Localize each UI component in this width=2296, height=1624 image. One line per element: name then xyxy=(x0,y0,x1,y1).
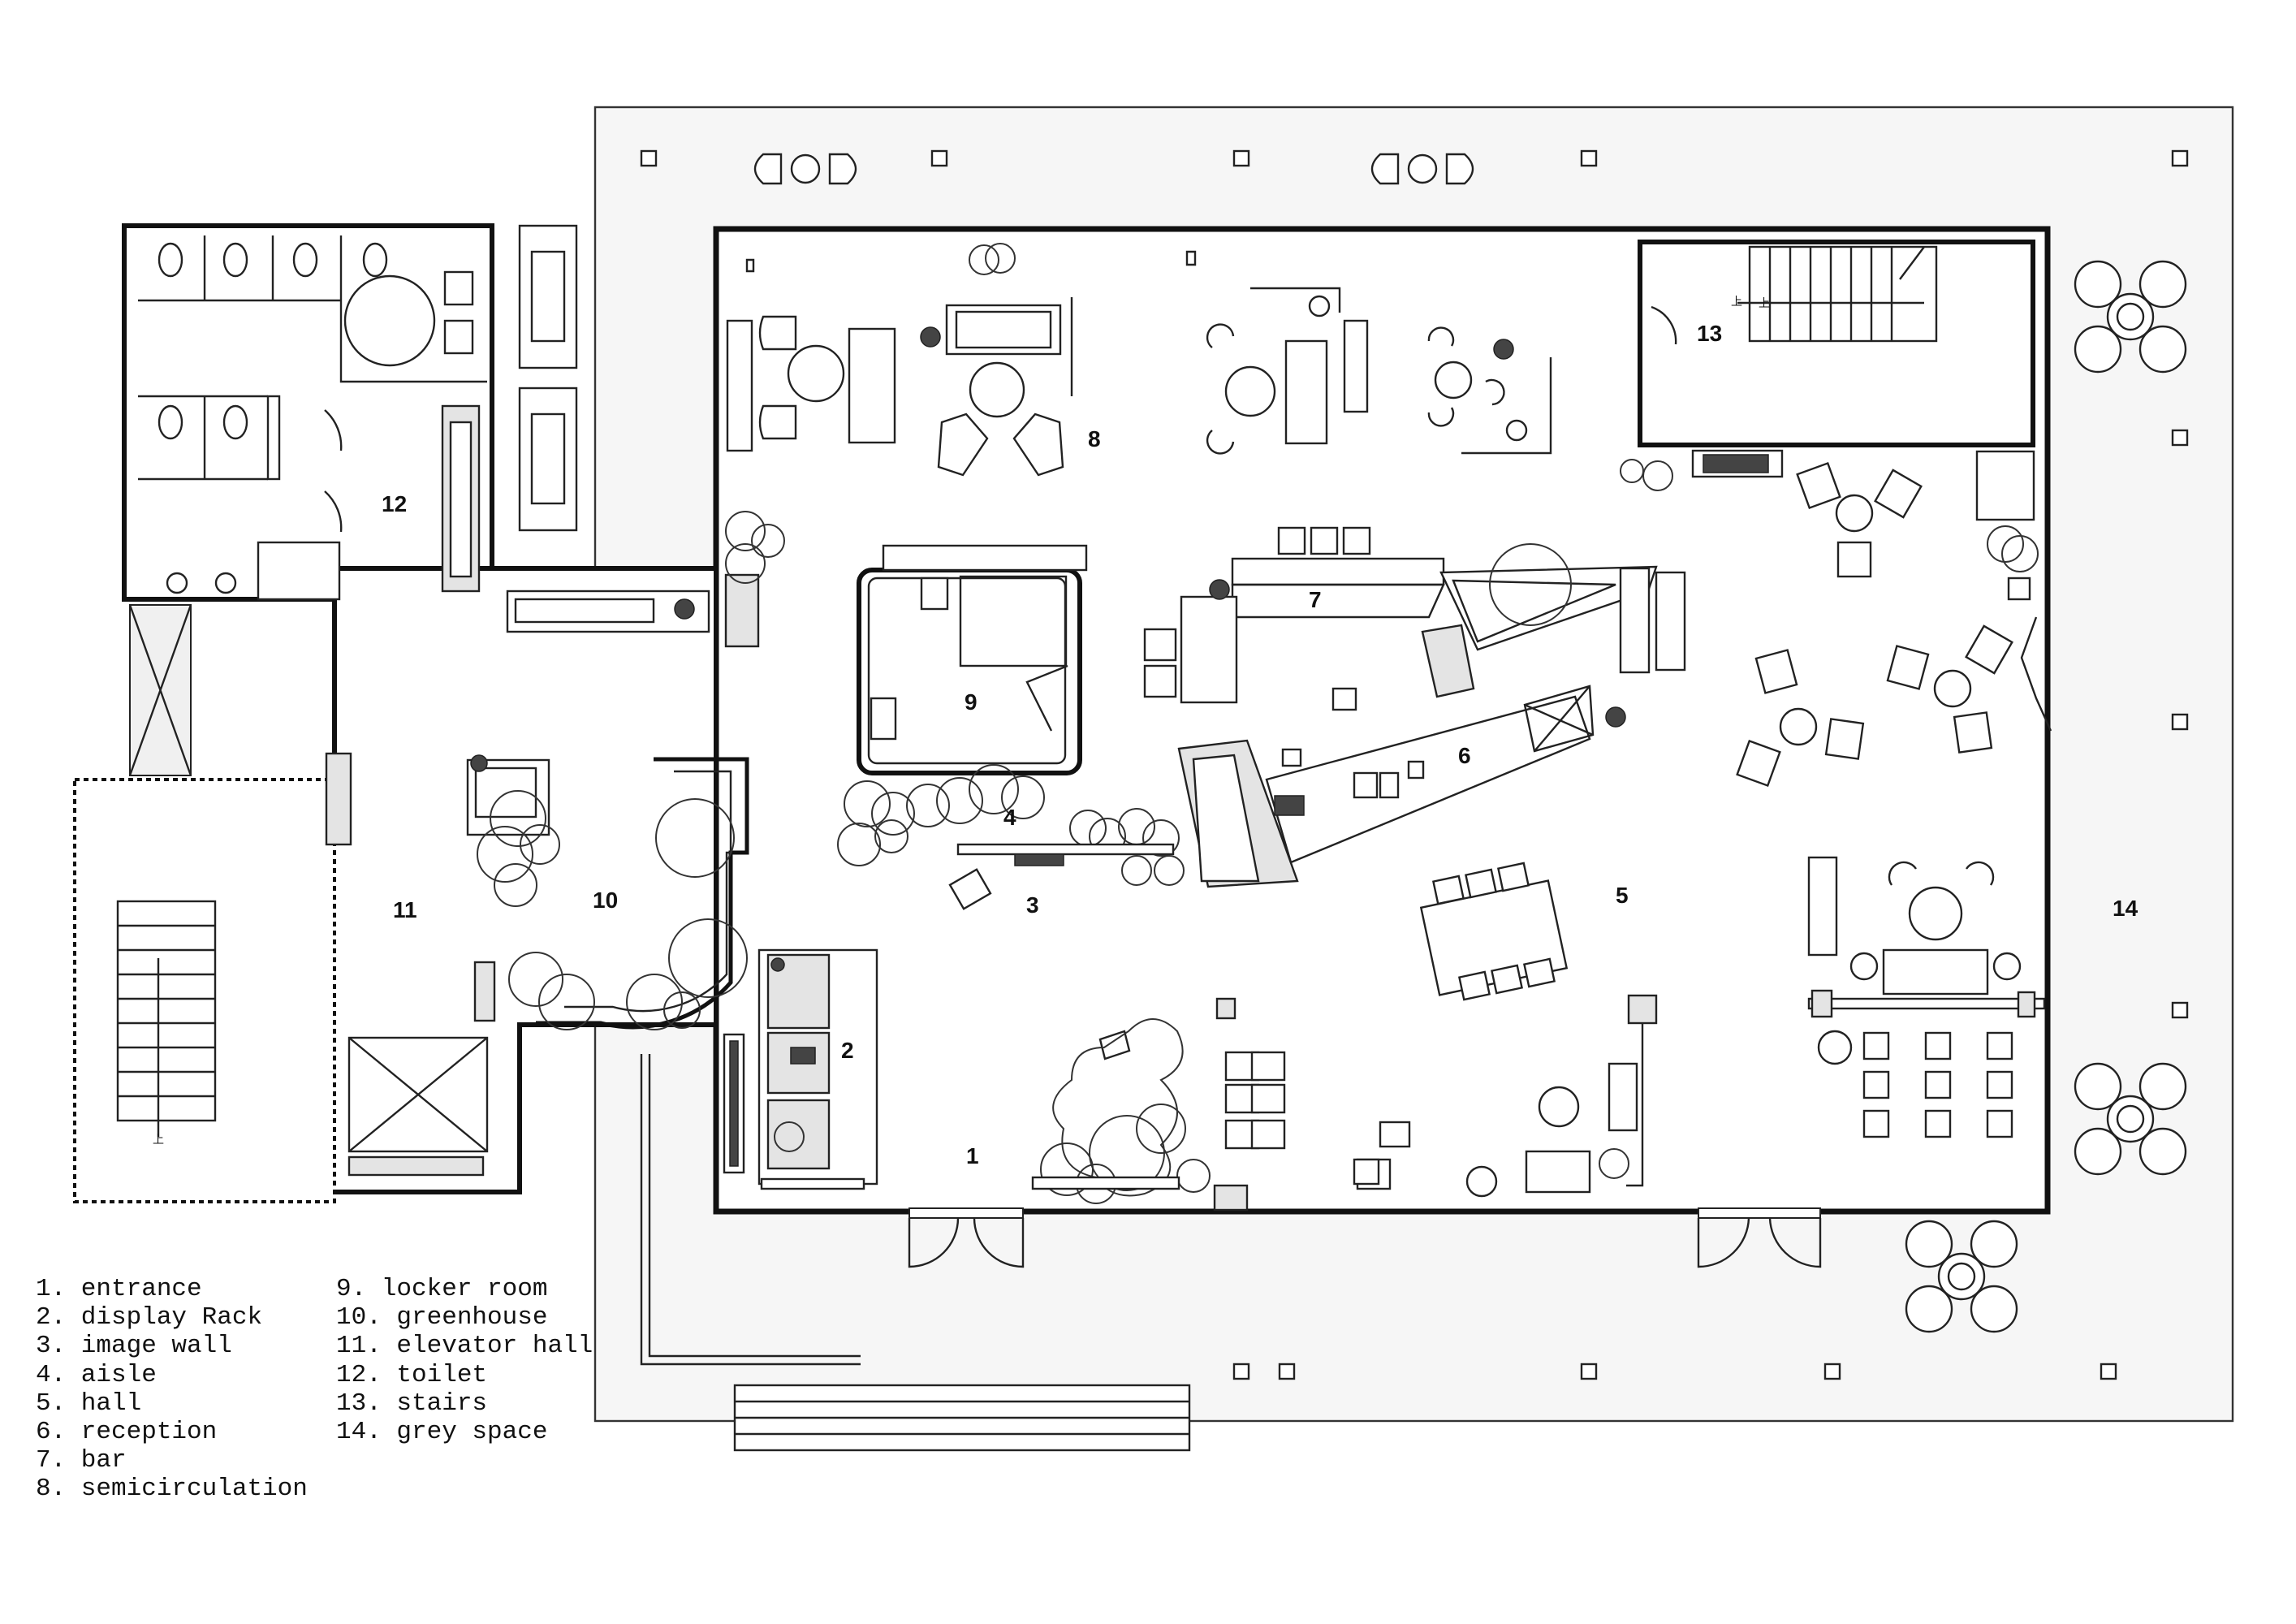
legend-column-1: 1. entrance 2. display Rack 3. image wal… xyxy=(36,1275,308,1504)
terrace-rail xyxy=(640,1054,861,1366)
terrace-table-clusters xyxy=(1905,260,2187,1333)
legend-item: 2. display Rack xyxy=(36,1303,263,1332)
stair-mark: 上 xyxy=(153,1133,164,1146)
room-number-8: 8 xyxy=(1088,426,1101,451)
legend-item: 11. elevator hall xyxy=(336,1332,593,1361)
display-rack xyxy=(723,948,878,1190)
room-number-3: 3 xyxy=(1026,892,1039,918)
hall-furniture xyxy=(1098,856,2046,1212)
entrance-doors xyxy=(908,1207,1822,1268)
legend-item: 13. stairs xyxy=(336,1389,488,1418)
stairs-room xyxy=(1638,240,2035,478)
entrance-trees xyxy=(1031,1018,1211,1204)
greenhouse-trees xyxy=(477,790,748,1030)
legend-item: 14. grey space xyxy=(336,1418,548,1447)
skylight-panels xyxy=(518,224,578,532)
semicirculation-furniture xyxy=(726,243,1552,477)
legend-item: 10. greenhouse xyxy=(336,1303,548,1332)
room-number-4: 4 xyxy=(1003,805,1016,830)
room-number-14: 14 xyxy=(2113,896,2138,921)
room-number-10: 10 xyxy=(593,888,618,913)
legend-item: 1. entrance xyxy=(36,1275,202,1303)
legend-item: 9. locker room xyxy=(336,1275,548,1303)
terrace-lounge-sets xyxy=(753,153,1474,185)
lobby-counter xyxy=(506,573,760,648)
legend-item: 7. bar xyxy=(36,1446,127,1475)
lounge-chairs-east xyxy=(1736,450,2052,788)
legend-column-2: 9. locker room 10. greenhouse 11. elevat… xyxy=(336,1275,593,1446)
legend-item: 3. image wall xyxy=(36,1332,232,1361)
stair-mark: 上 xyxy=(1759,296,1770,309)
reception-counter xyxy=(1177,685,1626,888)
room-number-13: 13 xyxy=(1697,321,1722,346)
column-trees xyxy=(725,459,2039,584)
west-stair xyxy=(116,900,217,1137)
room-number-7: 7 xyxy=(1309,587,1322,612)
toilet-stalls xyxy=(138,235,487,601)
entrance-steps xyxy=(733,1384,1191,1452)
bar-counter xyxy=(1143,526,1686,711)
room-number-12: 12 xyxy=(382,491,407,516)
toilet-block-wall xyxy=(122,223,494,602)
legend-item: 4. aisle xyxy=(36,1360,157,1389)
terrace-columns xyxy=(640,149,2189,1380)
aisle-planters xyxy=(837,764,1185,910)
legend-item: 5. hall xyxy=(36,1389,142,1418)
legend-item: 8. semicirculation xyxy=(36,1475,308,1504)
stair-mark: 上 xyxy=(1731,295,1742,308)
room-number-1: 1 xyxy=(966,1143,979,1168)
room-number-2: 2 xyxy=(841,1038,854,1063)
elevator xyxy=(347,1036,489,1177)
legend-item: 6. reception xyxy=(36,1418,218,1447)
room-number-11: 11 xyxy=(393,897,417,922)
legend-item: 12. toilet xyxy=(336,1360,488,1389)
locker-room xyxy=(857,544,1088,775)
legend: 1. entrance 2. display Rack 3. image wal… xyxy=(36,1275,653,1527)
room-number-6: 6 xyxy=(1458,743,1471,768)
room-number-5: 5 xyxy=(1616,883,1629,908)
room-number-9: 9 xyxy=(965,689,978,715)
